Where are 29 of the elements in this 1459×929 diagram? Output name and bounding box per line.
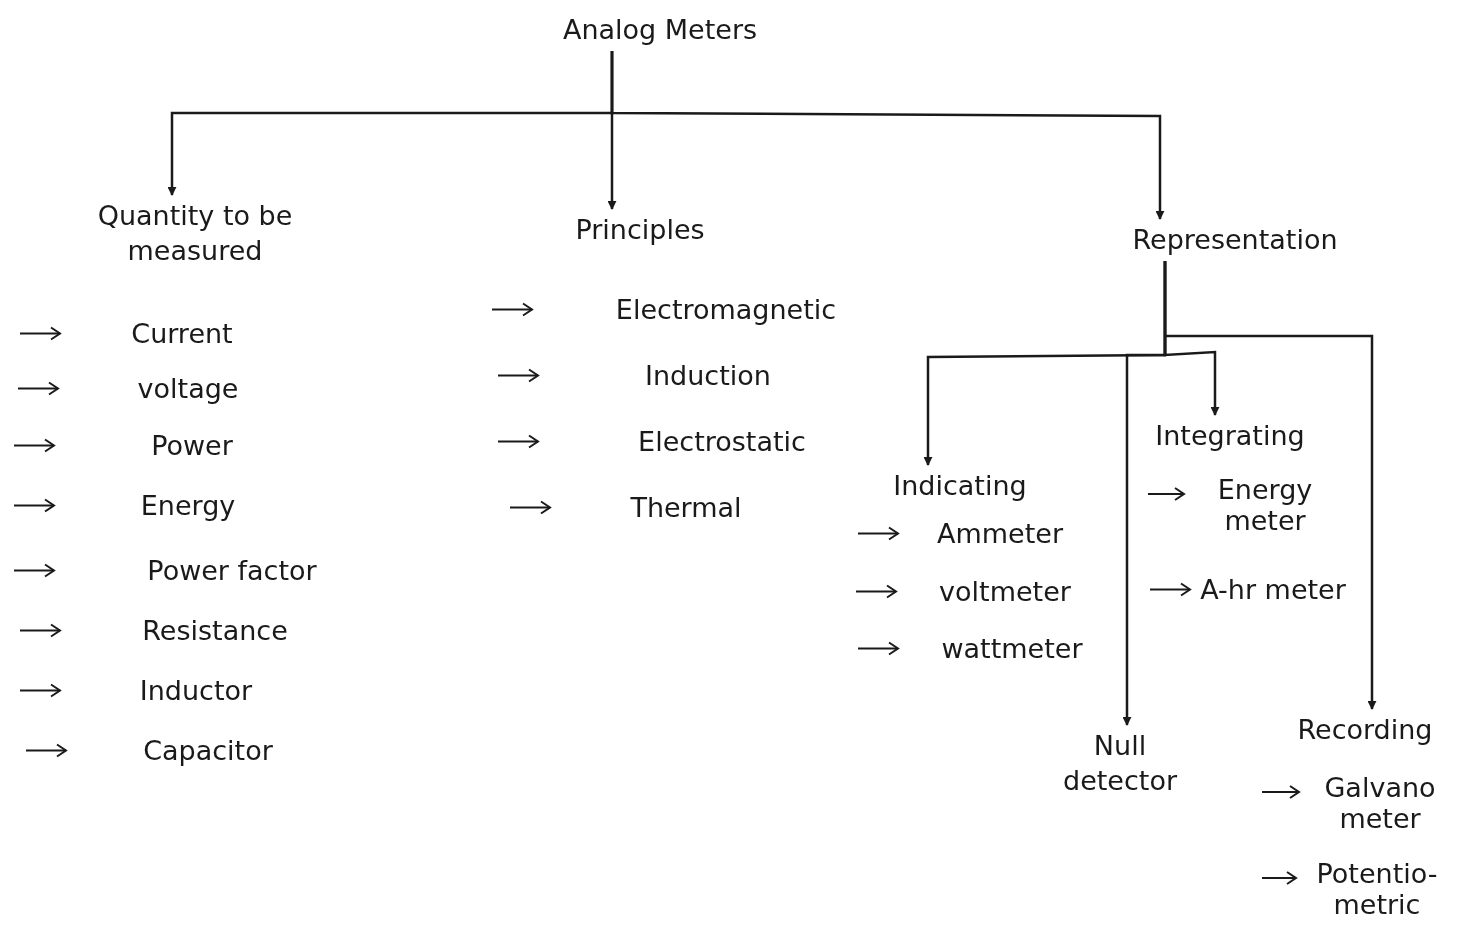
- arrow: [1163, 261, 1377, 710]
- list-item: Thermal: [629, 492, 743, 524]
- list-item: Induction: [644, 360, 772, 392]
- list-item: A-hr meter: [1199, 574, 1347, 606]
- list-item: Ammeter: [936, 518, 1064, 550]
- list-item: Inductor: [138, 675, 254, 707]
- category-text: Quantity to be measured: [96, 199, 294, 269]
- category-text: Representation: [1132, 223, 1338, 257]
- category-text: Analog Meters: [562, 13, 758, 47]
- category-text: Indicating: [893, 469, 1027, 503]
- list-item: Power: [150, 430, 234, 462]
- list-item: Galvano meter: [1323, 772, 1437, 835]
- category-text: Null detector: [1062, 729, 1178, 799]
- list-item: Energy: [139, 490, 237, 522]
- list-item: wattmeter: [940, 633, 1084, 665]
- category-text: Principles: [575, 213, 705, 247]
- list-item: Electromagnetic: [614, 294, 838, 326]
- list-item: Potentio-metric: [1315, 858, 1439, 921]
- category-text: Integrating: [1155, 419, 1305, 453]
- list-item: voltage: [136, 373, 240, 405]
- list-item: Resistance: [141, 615, 289, 647]
- arrow: [610, 51, 1165, 220]
- list-item: Energy meter: [1216, 474, 1314, 537]
- list-item: Electrostatic: [637, 426, 807, 458]
- list-item: Current: [130, 318, 234, 350]
- list-item: Power factor: [146, 555, 318, 587]
- list-item: Capacitor: [142, 735, 274, 767]
- category-text: Recording: [1297, 713, 1433, 747]
- list-item: voltmeter: [938, 576, 1072, 608]
